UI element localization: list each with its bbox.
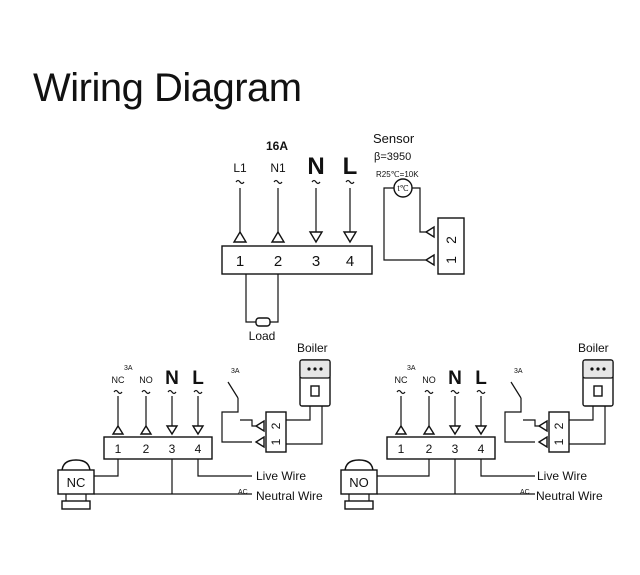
left-contact-no: NO [139, 375, 153, 385]
arrow-left-icon [254, 419, 265, 433]
right-rating-relay: 3A [514, 368, 523, 375]
right-terminal-2: 2 [426, 442, 433, 456]
boiler-icon [582, 359, 614, 407]
right-terminal-1: 1 [398, 442, 405, 456]
right-terminal-block [386, 436, 496, 460]
left-boiler-unit: 3A NC NO N L 1 2 3 4 3A 2 1 Boiler [57, 341, 331, 510]
ac-tilde-icon [450, 389, 460, 395]
sensor-terminal-2: 2 [443, 236, 459, 244]
ac-tilde-icon [311, 179, 321, 185]
ac-tilde-icon [476, 389, 486, 395]
ac-tilde-icon [193, 389, 203, 395]
arrow-up-icon [394, 424, 408, 435]
top-terminal-4: 4 [346, 253, 354, 270]
left-ac-label: AC [238, 489, 248, 496]
left-rating-relay: 3A [231, 368, 240, 375]
left-boiler-label: Boiler [297, 341, 328, 355]
ac-tilde-icon [424, 389, 434, 395]
left-terminal-1: 1 [115, 442, 122, 456]
left-live-wire-label: Live Wire [256, 469, 306, 483]
sensor-terminal-block [437, 217, 465, 275]
ac-tilde-icon [396, 389, 406, 395]
arrow-down-icon [191, 425, 205, 436]
right-live-wire-label: Live Wire [537, 469, 587, 483]
top-thermostat-unit: 16A L1 N1 N L 1 2 3 4 Load Sensor [221, 131, 465, 343]
load-label: Load [249, 329, 276, 343]
right-neutral-wire-label: Neutral Wire [536, 489, 603, 503]
top-rating-label: 16A [266, 139, 288, 153]
left-contact-l: L [192, 368, 204, 389]
left-terminal-2: 2 [143, 442, 150, 456]
arrow-left-icon [254, 435, 265, 449]
left-terminal-3: 3 [169, 442, 176, 456]
top-terminal-block [221, 245, 373, 275]
valve-actuator-icon [57, 459, 95, 510]
ac-tilde-icon [235, 179, 245, 185]
ac-tilde-icon [141, 389, 151, 395]
left-contact-nc: NC [112, 375, 125, 385]
arrow-left-icon [537, 435, 548, 449]
left-boiler-terminal-1: 1 [269, 438, 283, 445]
left-valve-label: NC [67, 475, 86, 490]
right-boiler-label: Boiler [578, 341, 609, 355]
sensor-r25: R25℃=10K [376, 170, 419, 179]
arrow-down-icon [474, 425, 488, 436]
left-terminal-4: 4 [195, 442, 202, 456]
left-neutral-wire-label: Neutral Wire [256, 489, 323, 503]
ac-tilde-icon [345, 179, 355, 185]
right-contact-no: NO [422, 375, 436, 385]
boiler-icon [299, 359, 331, 407]
right-boiler-terminal-2: 2 [552, 422, 566, 429]
left-terminal-block [103, 436, 213, 460]
relay-switch-icon [510, 381, 522, 399]
arrow-down-icon [308, 231, 324, 244]
arrow-up-icon [111, 424, 125, 435]
load-resistor-icon [255, 317, 271, 327]
top-input-n1: N1 [270, 161, 286, 175]
right-ac-label: AC [520, 489, 530, 496]
top-input-l1: L1 [233, 161, 247, 175]
right-terminal-3: 3 [452, 442, 459, 456]
arrow-down-icon [165, 425, 179, 436]
arrow-up-icon [422, 424, 436, 435]
arrow-left-icon [424, 253, 435, 267]
left-boiler-terminal-2: 2 [269, 422, 283, 429]
arrow-up-icon [232, 230, 248, 243]
left-rating-contacts: 3A [124, 365, 133, 372]
top-terminal-2: 2 [274, 253, 282, 270]
valve-actuator-icon [340, 459, 378, 510]
page-title: Wiring Diagram [33, 66, 302, 110]
sensor-label: Sensor [373, 131, 415, 146]
top-terminal-1: 1 [236, 253, 244, 270]
right-contact-l: L [475, 368, 487, 389]
right-boiler-unit: 3A NC NO N L 1 2 3 4 3A 2 1 Boiler [340, 341, 614, 510]
top-input-n: N [307, 153, 324, 180]
relay-switch-icon [227, 381, 239, 399]
right-terminal-4: 4 [478, 442, 485, 456]
arrow-up-icon [139, 424, 153, 435]
top-input-l: L [343, 153, 358, 180]
arrow-left-icon [424, 225, 435, 239]
arrow-down-icon [448, 425, 462, 436]
ac-tilde-icon [273, 179, 283, 185]
right-rating-contacts: 3A [407, 365, 416, 372]
ac-tilde-icon [167, 389, 177, 395]
arrow-left-icon [537, 419, 548, 433]
right-boiler-terminal-1: 1 [552, 438, 566, 445]
sensor-probe-label: t℃ [397, 184, 408, 193]
right-boiler-terminal-block [548, 411, 570, 453]
top-terminal-3: 3 [312, 253, 320, 270]
arrow-down-icon [342, 231, 358, 244]
sensor-beta: β=3950 [374, 151, 411, 163]
ac-tilde-icon [113, 389, 123, 395]
right-contact-n: N [448, 368, 462, 389]
arrow-up-icon [270, 230, 286, 243]
right-valve-label: NO [349, 475, 369, 490]
left-boiler-terminal-block [265, 411, 287, 453]
sensor-terminal-1: 1 [443, 256, 459, 264]
left-contact-n: N [165, 368, 179, 389]
right-contact-nc: NC [395, 375, 408, 385]
